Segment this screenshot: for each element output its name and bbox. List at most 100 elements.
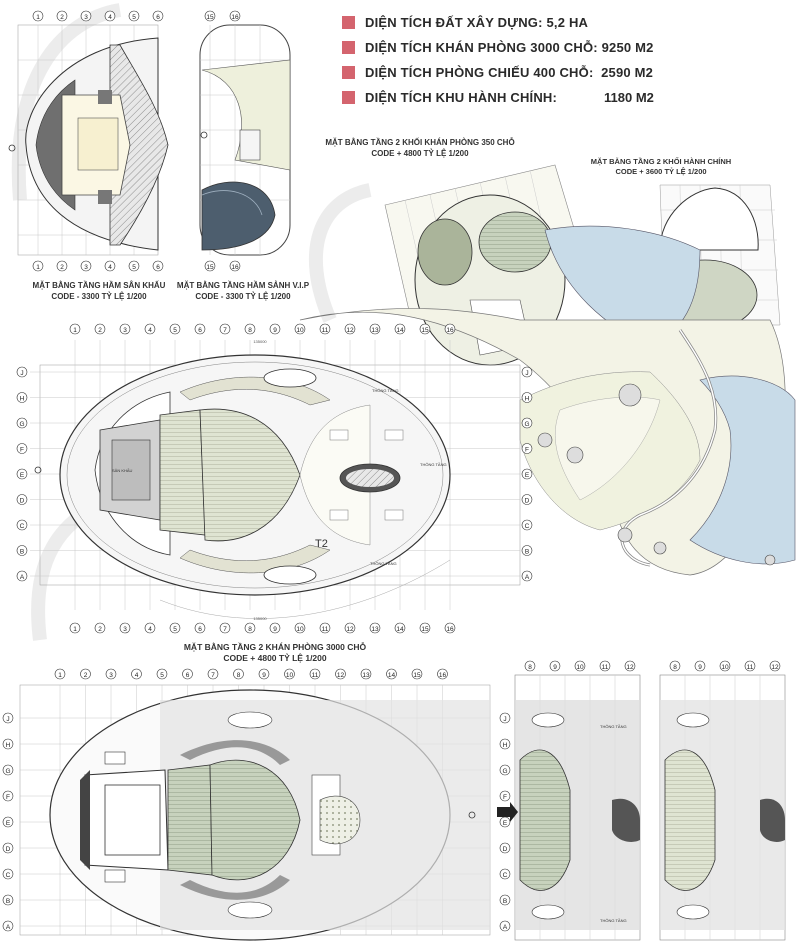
grid-bubble: 1	[69, 323, 81, 335]
grid-bubble: 2	[56, 260, 68, 272]
legend-marker	[342, 65, 355, 79]
grid-bubble: 5	[169, 622, 181, 634]
caption-title: MẶT BẰNG TẦNG HẦM SẢNH V.I.P	[176, 281, 310, 290]
grid-bubble: 13	[369, 622, 381, 634]
grid-bubble-label: G	[524, 421, 529, 428]
grid-bubble-label: 5	[160, 672, 164, 679]
grid-bubble: 1	[69, 622, 81, 634]
caption-stage-basement: MẶT BẰNG TẦNG HẦM SÂN KHẤU CODE - 3300 T…	[14, 281, 184, 303]
grid-bubble: 15	[419, 622, 431, 634]
grid-bubble-label: E	[20, 472, 25, 479]
grid-bubble-label: 8	[248, 327, 252, 334]
grid-bubble: 3	[80, 10, 92, 22]
grid-bubble-label: J	[20, 370, 23, 377]
grid-bubble: 11	[319, 323, 331, 335]
grid-bubble: 8	[244, 323, 256, 335]
grid-bubble-label: J	[6, 716, 9, 723]
grid-bubble-label: B	[20, 548, 24, 555]
grid-bubble: F	[16, 443, 28, 454]
grid-bubble-label: 2	[98, 327, 102, 334]
grid-bubble: 3	[105, 668, 117, 680]
grid-bubble: 10	[574, 660, 586, 672]
legend-marker	[342, 90, 355, 104]
grid-bubble: 15	[411, 668, 423, 680]
grid-bubble-label: 14	[396, 626, 404, 633]
grid-bubble: 9	[694, 660, 706, 672]
plan-partial-b	[659, 674, 786, 941]
grid-bubble-label: 2	[60, 264, 64, 271]
grid-bubble: J	[16, 366, 28, 378]
grid-bubble-label: E	[525, 472, 530, 479]
grid-bubble-label: 12	[626, 664, 634, 671]
grid-bubble-label: 8	[528, 664, 532, 671]
grid-bubble-label: 16	[446, 626, 454, 633]
grid-bubble-label: D	[503, 846, 508, 853]
grid-bubble-label: A	[525, 574, 530, 581]
grid-bubble: 4	[144, 323, 156, 335]
grid-bubble-label: 6	[186, 672, 190, 679]
caption-code: CODE + 3600 TỶ LỆ 1/200	[615, 167, 707, 177]
grid-bubble-label: 15	[206, 264, 214, 271]
thong-tang-label: THÔNG TẦNG	[600, 724, 627, 729]
caption-hall3000: MẶT BẰNG TẦNG 2 KHÁN PHÒNG 3000 CHỖ CODE…	[150, 642, 400, 665]
grid-bubble-label: A	[6, 924, 11, 931]
grid-bubble-label: 2	[98, 626, 102, 633]
grid-bubble-label: 9	[698, 664, 702, 671]
grid-bubble: C	[521, 519, 533, 531]
grid-bubble: 1	[32, 10, 44, 22]
grid-bubble-label: 6	[156, 264, 160, 271]
grid-bubble: 5	[128, 260, 140, 272]
grid-bubble: 16	[229, 260, 241, 272]
grid-bubble: 9	[269, 622, 281, 634]
grid-bubble: 4	[131, 668, 142, 680]
grid-bubble: 7	[219, 622, 231, 634]
legend-label: DIỆN TÍCH PHÒNG CHIẾU 400 CHỖ: 2590 M2	[365, 64, 654, 80]
grid-bubble: A	[521, 570, 533, 582]
grid-bubble-label: 6	[156, 14, 160, 21]
grid-bubble: B	[521, 545, 533, 556]
grid-bubble-label: 13	[371, 327, 379, 334]
grid-bubble: D	[16, 494, 28, 505]
grid-bubble-label: G	[5, 768, 10, 775]
grid-bubble: 16	[437, 668, 448, 680]
grid-bubble: 9	[258, 668, 270, 680]
grid-bubble: G	[16, 417, 28, 429]
grid-bubble-label: 5	[173, 327, 177, 334]
grid-bubble: B	[499, 894, 511, 906]
grid-bubble: A	[16, 570, 28, 582]
grid-bubble: 8	[244, 622, 256, 634]
grid-bubble: 8	[233, 668, 244, 680]
grid-bubble-label: F	[503, 794, 507, 801]
grid-bubble: C	[499, 868, 511, 880]
grid-bubble: H	[499, 738, 511, 750]
grid-bubble: 12	[624, 660, 636, 672]
stage-label: SÂN KHẤU	[112, 468, 133, 473]
grid-bubble: 5	[156, 668, 168, 680]
grid-bubble-label: 10	[576, 664, 584, 671]
grid-bubble-label: 1	[58, 672, 62, 679]
grid-bubble: F	[499, 790, 511, 802]
grid-bubble-label: 3	[84, 14, 88, 21]
grid-bubble: B	[2, 894, 14, 906]
dimension-label: 135000	[253, 616, 267, 621]
grid-bubble-label: 1	[73, 626, 77, 633]
grid-bubble: 15	[204, 10, 216, 22]
grid-bubble-label: 1	[73, 327, 77, 334]
grid-bubble-label: 9	[273, 626, 277, 633]
grid-bubble: 15	[204, 260, 216, 272]
grid-bubble: A	[2, 920, 14, 932]
legend-row: DIỆN TÍCH ĐẤT XÂY DỰNG: 5,2 HA	[342, 10, 792, 34]
grid-bubble-label: 4	[148, 327, 152, 334]
grid-bubble-label: 11	[312, 672, 319, 679]
grid-bubble: 11	[599, 660, 611, 672]
grid-bubble-label: 9	[273, 327, 277, 334]
grid-bubble: D	[2, 842, 14, 854]
grid-bubble: 14	[394, 323, 406, 335]
grid-bubble-label: 16	[231, 264, 239, 271]
grid-bubble: 11	[319, 622, 331, 634]
grid-bubble: 2	[80, 668, 91, 680]
grid-bubble-label: 12	[771, 664, 779, 671]
grid-bubble-label: 11	[602, 664, 609, 671]
grid-bubble-label: H	[6, 742, 11, 749]
grid-bubble-label: D	[6, 846, 11, 853]
